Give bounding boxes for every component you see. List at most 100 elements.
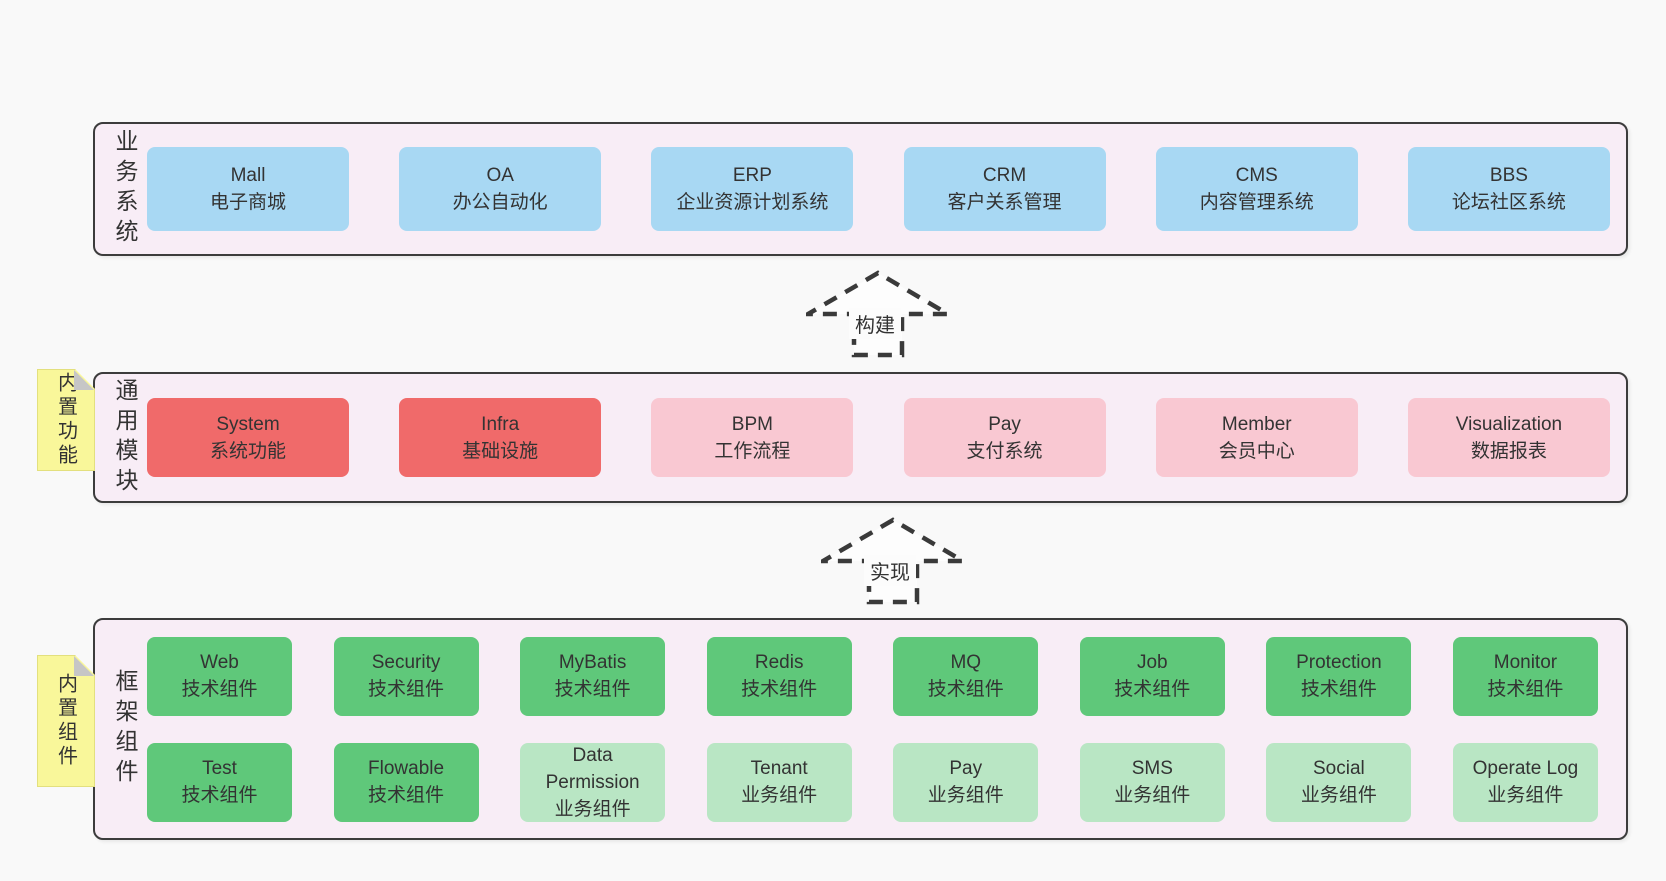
box-subtitle: 业务组件	[927, 785, 1004, 806]
box-pay: Pay 业务组件	[893, 742, 1039, 822]
box-title: Monitor	[1493, 652, 1558, 673]
box-flowable: Flowable 技术组件	[333, 742, 479, 822]
layer-framework-components: 框架组件 Web 技术组件 Security 技术组件 MyBatis 技术组件…	[93, 618, 1628, 840]
box-title: MQ	[950, 652, 982, 673]
box-title: Redis	[754, 652, 804, 673]
box-system: System 系统功能	[147, 398, 349, 477]
box-title: Protection	[1296, 652, 1382, 673]
box-subtitle: 企业资源计划系统	[676, 192, 829, 213]
box-title: Security	[371, 652, 441, 673]
box-title: Social	[1313, 758, 1365, 779]
box-visualization: Visualization 数据报表	[1407, 398, 1610, 477]
builtin-components-note-text: 内置组件	[54, 673, 77, 769]
box-subtitle: 办公自动化	[452, 192, 548, 213]
box-subtitle: 内容管理系统	[1199, 192, 1314, 213]
box-sms: SMS 业务组件	[1079, 742, 1225, 822]
components-box-row-1: Web 技术组件 Security 技术组件 MyBatis 技术组件 Redi…	[147, 636, 1598, 716]
note-fold-corner-icon	[74, 370, 94, 390]
box-job: Job 技术组件	[1079, 636, 1225, 716]
layer-common-modules: 通用模块 System 系统功能 Infra 基础设施 BPM 工作流程 Pay…	[93, 372, 1628, 503]
box-subtitle: 工作流程	[714, 440, 791, 462]
builtin-features-note-text: 内置功能	[54, 372, 77, 468]
box-pay: Pay 支付系统	[903, 398, 1106, 477]
box-monitor: Monitor 技术组件	[1452, 636, 1598, 716]
layer-business-systems: 业务系统 Mall 电子商城 OA 办公自动化 ERP 企业资源计划系统 CRM…	[93, 122, 1628, 256]
box-subtitle: 技术组件	[181, 785, 258, 806]
box-title: Mall	[230, 165, 266, 186]
box-oa: OA 办公自动化	[399, 147, 602, 231]
builtin-components-note: 内置组件	[37, 655, 95, 787]
box-subtitle: 会员中心	[1218, 440, 1295, 462]
box-subtitle: 论坛社区系统	[1451, 192, 1566, 213]
layer-components-label: 框架组件	[112, 669, 138, 789]
box-redis: Redis 技术组件	[706, 636, 852, 716]
box-subtitle: 技术组件	[181, 679, 258, 700]
box-subtitle: 支付系统	[966, 440, 1043, 462]
box-infra: Infra 基础设施	[399, 398, 602, 477]
box-subtitle: 业务组件	[1487, 785, 1564, 806]
box-tenant: Tenant 业务组件	[706, 742, 852, 822]
box-subtitle: 客户关系管理	[947, 192, 1062, 213]
box-data-permission: Data Permission 业务组件	[520, 742, 666, 822]
box-bbs: BBS 论坛社区系统	[1407, 147, 1610, 231]
box-social: Social 业务组件	[1266, 742, 1412, 822]
box-protection: Protection 技术组件	[1266, 636, 1412, 716]
box-title: Tenant	[750, 758, 808, 779]
box-title: Job	[1136, 652, 1168, 673]
box-title: OA	[486, 165, 514, 186]
box-security: Security 技术组件	[333, 636, 479, 716]
box-subtitle: 业务组件	[1300, 785, 1377, 806]
box-web: Web 技术组件	[147, 636, 292, 716]
box-subtitle: 系统功能	[209, 440, 286, 462]
box-subtitle: 数据报表	[1470, 440, 1547, 462]
box-subtitle: 技术组件	[554, 679, 631, 700]
implement-arrow-label: 实现	[864, 555, 916, 586]
box-title: Pay	[988, 413, 1021, 435]
box-erp: ERP 企业资源计划系统	[651, 147, 854, 231]
components-box-rows: Web 技术组件 Security 技术组件 MyBatis 技术组件 Redi…	[147, 620, 1598, 838]
box-title: Pay	[949, 758, 983, 779]
box-subtitle: 技术组件	[368, 785, 445, 806]
box-subtitle: 基础设施	[462, 440, 539, 462]
box-title: MyBatis	[558, 652, 627, 673]
box-title: System	[216, 413, 280, 435]
box-test: Test 技术组件	[147, 742, 292, 822]
box-title: ERP	[732, 165, 772, 186]
box-title: BPM	[731, 413, 773, 435]
box-subtitle: 技术组件	[1300, 679, 1377, 700]
business-box-row: Mall 电子商城 OA 办公自动化 ERP 企业资源计划系统 CRM 客户关系…	[147, 124, 1610, 254]
box-crm: CRM 客户关系管理	[903, 147, 1106, 231]
box-subtitle: 技术组件	[741, 679, 818, 700]
note-fold-corner-icon	[74, 656, 94, 676]
box-title: Flowable	[368, 758, 445, 779]
builtin-features-note: 内置功能	[37, 369, 95, 471]
box-title: Data Permission	[545, 744, 640, 793]
box-subtitle: 业务组件	[554, 798, 631, 820]
box-title: Test	[202, 758, 237, 779]
box-cms: CMS 内容管理系统	[1155, 147, 1358, 231]
box-subtitle: 电子商城	[209, 192, 286, 213]
box-member: Member 会员中心	[1155, 398, 1358, 477]
box-title: Member	[1221, 413, 1292, 435]
box-title: Web	[200, 652, 239, 673]
modules-box-row: System 系统功能 Infra 基础设施 BPM 工作流程 Pay 支付系统…	[147, 374, 1610, 501]
box-mall: Mall 电子商城	[147, 147, 349, 231]
box-operate-log: Operate Log 业务组件	[1452, 742, 1598, 822]
box-subtitle: 业务组件	[1114, 785, 1191, 806]
layer-business-label: 业务系统	[112, 129, 138, 249]
box-subtitle: 技术组件	[1114, 679, 1191, 700]
layer-modules-label: 通用模块	[112, 377, 138, 498]
box-title: Visualization	[1455, 413, 1563, 435]
box-title: CMS	[1235, 165, 1278, 186]
build-arrow-label: 构建	[849, 308, 901, 339]
box-title: SMS	[1131, 758, 1173, 779]
box-title: CRM	[982, 165, 1027, 186]
box-bpm: BPM 工作流程	[651, 398, 854, 477]
box-mybatis: MyBatis 技术组件	[520, 636, 666, 716]
box-title: Operate Log	[1472, 758, 1579, 779]
components-box-row-2: Test 技术组件 Flowable 技术组件 Data Permission …	[147, 742, 1598, 822]
box-subtitle: 技术组件	[927, 679, 1004, 700]
box-mq: MQ 技术组件	[893, 636, 1039, 716]
box-subtitle: 业务组件	[741, 785, 818, 806]
box-title: BBS	[1489, 165, 1528, 186]
